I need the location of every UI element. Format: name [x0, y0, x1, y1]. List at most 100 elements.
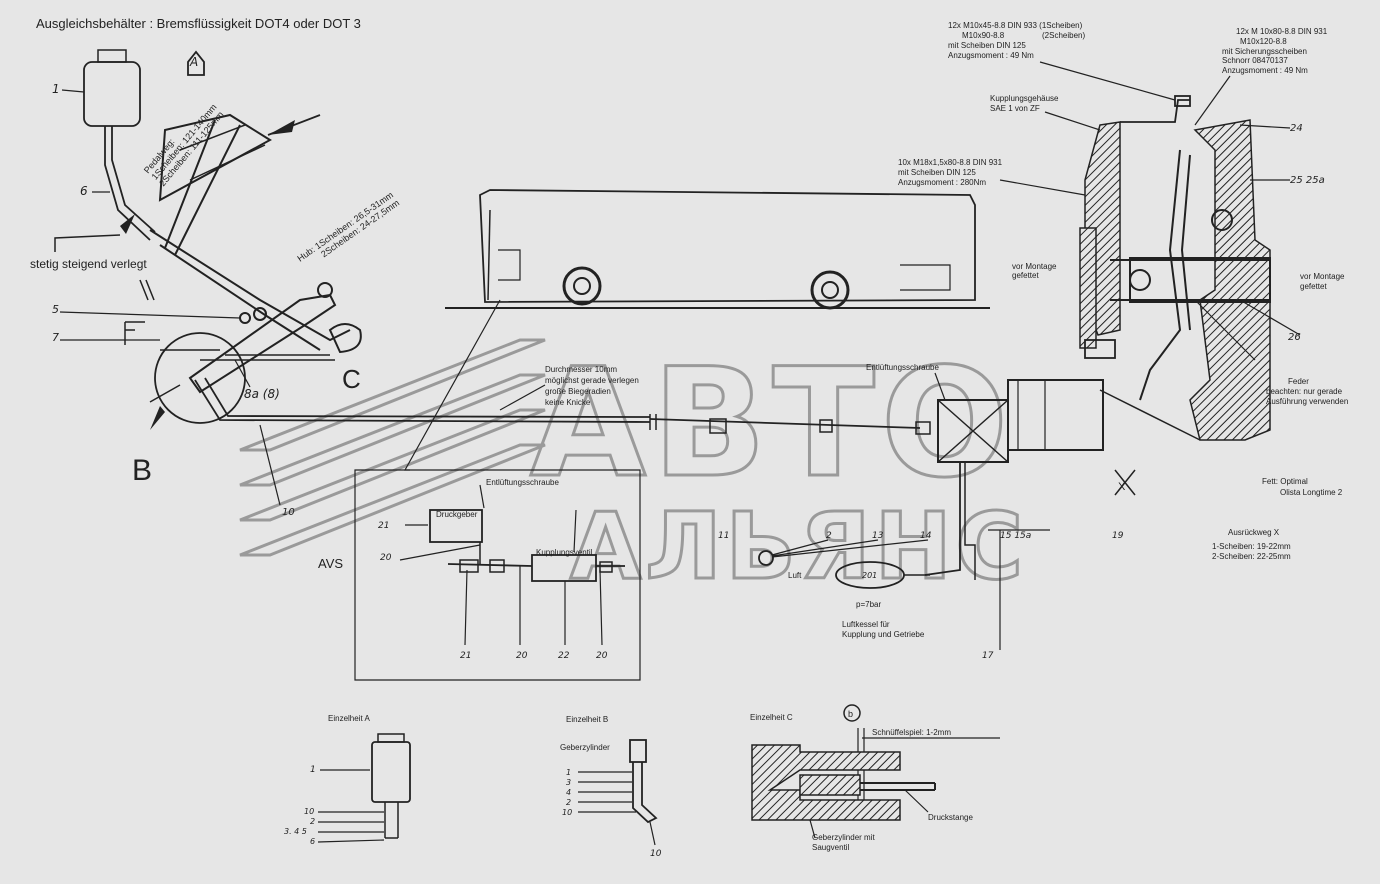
bolts2-line-5: Anzugsmoment : 49 Nm	[1222, 66, 1308, 75]
bolts3-line-2: mit Scheiben DIN 125	[898, 168, 976, 177]
callout-25: 25 25a	[1290, 175, 1325, 186]
ausrueck-line-2: 1-Scheiben: 19-22mm	[1212, 542, 1291, 551]
detail-c-druckstange: Druckstange	[928, 813, 973, 822]
watermark-line2: АЛЬЯНС	[570, 493, 1027, 600]
detail-c-b-circle	[843, 704, 861, 722]
detail-a-345: 3. 4 5	[284, 827, 307, 836]
callout-2: 2	[826, 531, 832, 541]
detail-a-title: Einzelheit A	[328, 714, 370, 723]
reservoir	[83, 61, 141, 127]
bolts1-line-4: Anzugsmoment : 49 Nm	[948, 51, 1034, 60]
grease-right-line-2: gefettet	[1300, 282, 1327, 291]
slave-cylinder	[1007, 379, 1104, 451]
callout-20a: 20	[380, 553, 392, 563]
air-inlet-marker	[758, 550, 774, 566]
bolts1-line-2b: (2Scheiben)	[1042, 31, 1085, 40]
bolts1-line-1: 12x M10x45-8.8 DIN 933 (1Scheiben)	[948, 21, 1083, 30]
callout-13: 13	[872, 531, 884, 541]
bolts2-line-1: 12x M 10x80-8.8 DIN 931	[1236, 27, 1328, 36]
callout-6: 6	[80, 184, 88, 198]
callout-11: 11	[718, 531, 729, 541]
spring-line-2: beachten: nur gerade	[1266, 387, 1343, 396]
callout-20c: 20	[596, 651, 608, 661]
callout-22: 22	[558, 651, 570, 661]
callout-14: 14	[920, 531, 932, 541]
bolts1-line-2: M10x90-8.8	[962, 31, 1005, 40]
watermark-line1: АВТО	[530, 337, 1014, 511]
central-lines	[354, 379, 1201, 681]
luftkessel-line-1: Luftkessel für	[842, 620, 890, 629]
detail-b-title: Einzelheit B	[566, 715, 608, 724]
detail-b: Einzelheit B Geberzylinder 1 3 4 2 10 10	[560, 715, 662, 859]
detail-c-geber-1: Geberzylinder mit	[812, 833, 875, 842]
hub-line-1: Hub: 1Scheiben: 26,5-31mm	[295, 190, 395, 264]
hub-line-2: 2Scheiben: 24-27,5mm	[319, 198, 401, 260]
druckgeber-label: Druckgeber	[436, 510, 478, 519]
bolts3-line-3: Anzugsmoment : 280Nm	[898, 178, 986, 187]
entlueftung-top-label: Entlüftungsschraube	[486, 478, 559, 487]
page-title: Ausgleichsbehälter : Bremsflüssigkeit DO…	[36, 16, 361, 31]
bolts3-line-1: 10x M18x1,5x80-8.8 DIN 931	[898, 158, 1003, 167]
pedalweg-note: Pedalweg: 1Scheiben: 121-140mm 2Scheiben…	[142, 102, 226, 188]
detail-c-geber-2: Saugventil	[812, 843, 850, 852]
detail-c-b: b	[848, 709, 853, 719]
housing-line-2: SAE 1 von ZF	[990, 104, 1040, 113]
durchmesser-line-2: möglichst gerade verlegen	[545, 376, 639, 385]
grease-left-line-1: vor Montage	[1012, 262, 1057, 271]
durchmesser-line-1: Durchmesser 10mm	[545, 365, 617, 374]
entlueftung-mid-label: Entlüftungsschraube	[866, 363, 939, 372]
ausrueck-line-1: Ausrückweg X	[1228, 528, 1280, 537]
detail-b-10b: 10	[650, 849, 662, 859]
callout-20b: 20	[516, 651, 528, 661]
detail-b-10a: 10	[562, 808, 572, 817]
callout-10: 10	[282, 507, 295, 518]
detail-a-reservoir	[371, 741, 411, 803]
callout-21a: 21	[378, 521, 389, 531]
view-c-label: C	[342, 364, 361, 394]
detail-a-6: 6	[310, 837, 315, 846]
housing-line-1: Kupplungsgehäuse	[990, 94, 1059, 103]
callout-5: 5	[52, 303, 59, 316]
grease-left-line-2: gefettet	[1012, 271, 1039, 280]
view-a-marker	[187, 50, 205, 76]
durchmesser-line-3: große Biegeradien	[545, 387, 611, 396]
watermark-logo-stripes	[239, 338, 546, 557]
callout-19: 19	[1112, 531, 1124, 541]
detail-b-3: 3	[566, 778, 571, 787]
view-b-label: B	[132, 454, 152, 487]
pedalweg-line-2: 1Scheiben: 121-140mm	[150, 102, 219, 182]
ausrueck-line-3: 2-Scheiben: 22-25mm	[1212, 552, 1291, 561]
detail-b-4: 4	[566, 788, 571, 797]
bolts2-line-3: mit Sicherungsscheiben	[1222, 47, 1307, 56]
arrow-head	[268, 120, 295, 135]
kupplungsventil-label: Kupplungsventil	[536, 548, 593, 557]
spring-line-3: Ausführung verwenden	[1266, 397, 1348, 406]
callout-17: 17	[982, 651, 994, 661]
detail-c-schnueffel: Schnüffelspiel: 1-2mm	[872, 728, 951, 737]
luftkessel-line-2: Kupplung und Getriebe	[842, 630, 925, 639]
detail-a-10: 10	[304, 807, 314, 816]
detail-c: Einzelheit C b Schnüffelspiel: 1-2mm Dru…	[750, 704, 1000, 852]
bolts3-note: 10x M18x1,5x80-8.8 DIN 931 mit Scheiben …	[898, 158, 1086, 196]
hub-note: Hub: 1Scheiben: 26,5-31mm 2Scheiben: 24-…	[295, 190, 401, 264]
bolts2-line-2: M10x120-8.8	[1240, 37, 1287, 46]
p7bar-label: p=7bar	[856, 600, 881, 609]
bolts1-note: 12x M10x45-8.8 DIN 933 (1Scheiben) M10x9…	[948, 21, 1176, 101]
luft-label: Luft	[788, 571, 802, 580]
callout-7: 7	[52, 331, 59, 344]
housing-note: Kupplungsgehäuse SAE 1 von ZF	[990, 94, 1101, 131]
reservoir-cap	[97, 49, 127, 63]
stetig-arrow	[54, 234, 121, 252]
druckgeber-box	[429, 509, 483, 543]
bolts2-line-4: Schnorr 08470137	[1222, 56, 1288, 65]
fett-line-2: Olista Longtime 2	[1280, 488, 1343, 497]
detail-b-2: 2	[566, 798, 571, 807]
stetig-label: stetig steigend verlegt	[30, 257, 147, 271]
detail-a-2: 2	[310, 817, 315, 826]
clutch-housing	[1079, 95, 1301, 441]
durchmesser-note: Durchmesser 10mm möglichst gerade verleg…	[499, 365, 639, 411]
detail-b-1: 1	[566, 768, 571, 777]
detail-a-1: 1	[310, 765, 316, 775]
callout-1: 1	[52, 82, 60, 96]
